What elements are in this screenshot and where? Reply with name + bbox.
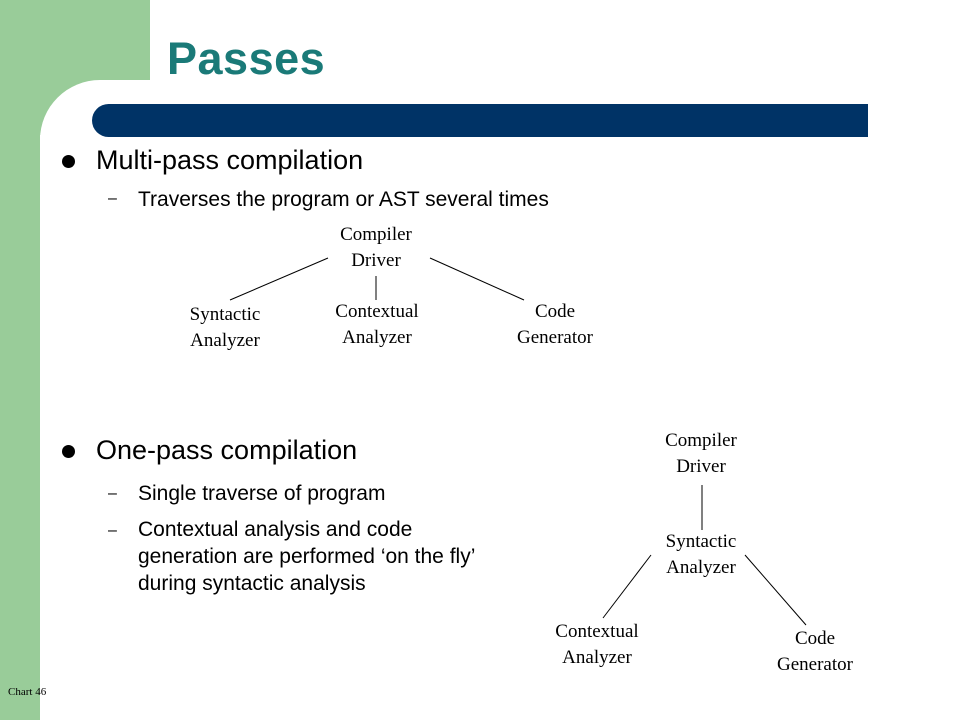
node-label: Code bbox=[534, 301, 576, 322]
node-code-generator: Code Generator bbox=[762, 626, 868, 678]
node-label: Analyzer bbox=[666, 557, 736, 578]
bullet-one-pass: One-pass compilation bbox=[96, 435, 358, 465]
bullet-multi-pass: Multi-pass compilation bbox=[96, 145, 364, 175]
node-label: Contextual bbox=[335, 301, 419, 322]
node-label: Analyzer bbox=[562, 647, 632, 668]
sub-bullet-dash: – bbox=[108, 485, 117, 502]
sub-bullet-contextual: Contextual analysis and code generation … bbox=[138, 516, 475, 597]
node-syntactic-analyzer: Syntactic Analyzer bbox=[172, 302, 278, 354]
node-compiler-driver: Compiler Driver bbox=[651, 428, 751, 480]
node-label: Contextual bbox=[555, 621, 639, 642]
slide-title: Passes bbox=[167, 33, 326, 84]
node-label: Generator bbox=[517, 327, 593, 348]
node-label: Code bbox=[794, 628, 836, 649]
node-label: Compiler bbox=[340, 224, 412, 245]
node-contextual-analyzer: Contextual Analyzer bbox=[322, 299, 432, 351]
node-syntactic-analyzer: Syntactic Analyzer bbox=[648, 529, 754, 581]
slide-footer: Chart 46 bbox=[8, 686, 47, 698]
sub-bullet-single-traverse: Single traverse of program bbox=[138, 482, 386, 505]
node-label: Generator bbox=[777, 654, 853, 675]
node-label: Driver bbox=[676, 456, 726, 477]
sub-bullet-line: during syntactic analysis bbox=[138, 572, 366, 595]
sub-bullet-dash: – bbox=[108, 522, 117, 539]
node-label: Driver bbox=[351, 250, 401, 271]
connector-line bbox=[429, 257, 525, 301]
node-label: Syntactic bbox=[189, 304, 261, 325]
connector-line bbox=[602, 554, 652, 619]
node-code-generator: Code Generator bbox=[502, 299, 608, 351]
node-contextual-analyzer: Contextual Analyzer bbox=[542, 619, 652, 671]
sub-bullet-line: generation are performed ‘on the fly’ bbox=[138, 545, 476, 568]
node-label: Analyzer bbox=[190, 330, 260, 351]
sub-bullet-line: Contextual analysis and code bbox=[138, 518, 413, 541]
sub-bullet-traverses: Traverses the program or AST several tim… bbox=[138, 188, 549, 211]
sub-bullet-dash: – bbox=[108, 190, 117, 207]
connector-line bbox=[744, 554, 807, 626]
bullet-marker bbox=[62, 155, 75, 168]
node-label: Analyzer bbox=[342, 327, 412, 348]
title-underline-band bbox=[92, 104, 868, 137]
node-compiler-driver: Compiler Driver bbox=[326, 222, 426, 274]
node-label: Compiler bbox=[665, 430, 737, 451]
left-accent-bar bbox=[0, 0, 40, 720]
connector-line bbox=[229, 257, 329, 301]
node-label: Syntactic bbox=[665, 531, 737, 552]
bullet-marker bbox=[62, 445, 75, 458]
